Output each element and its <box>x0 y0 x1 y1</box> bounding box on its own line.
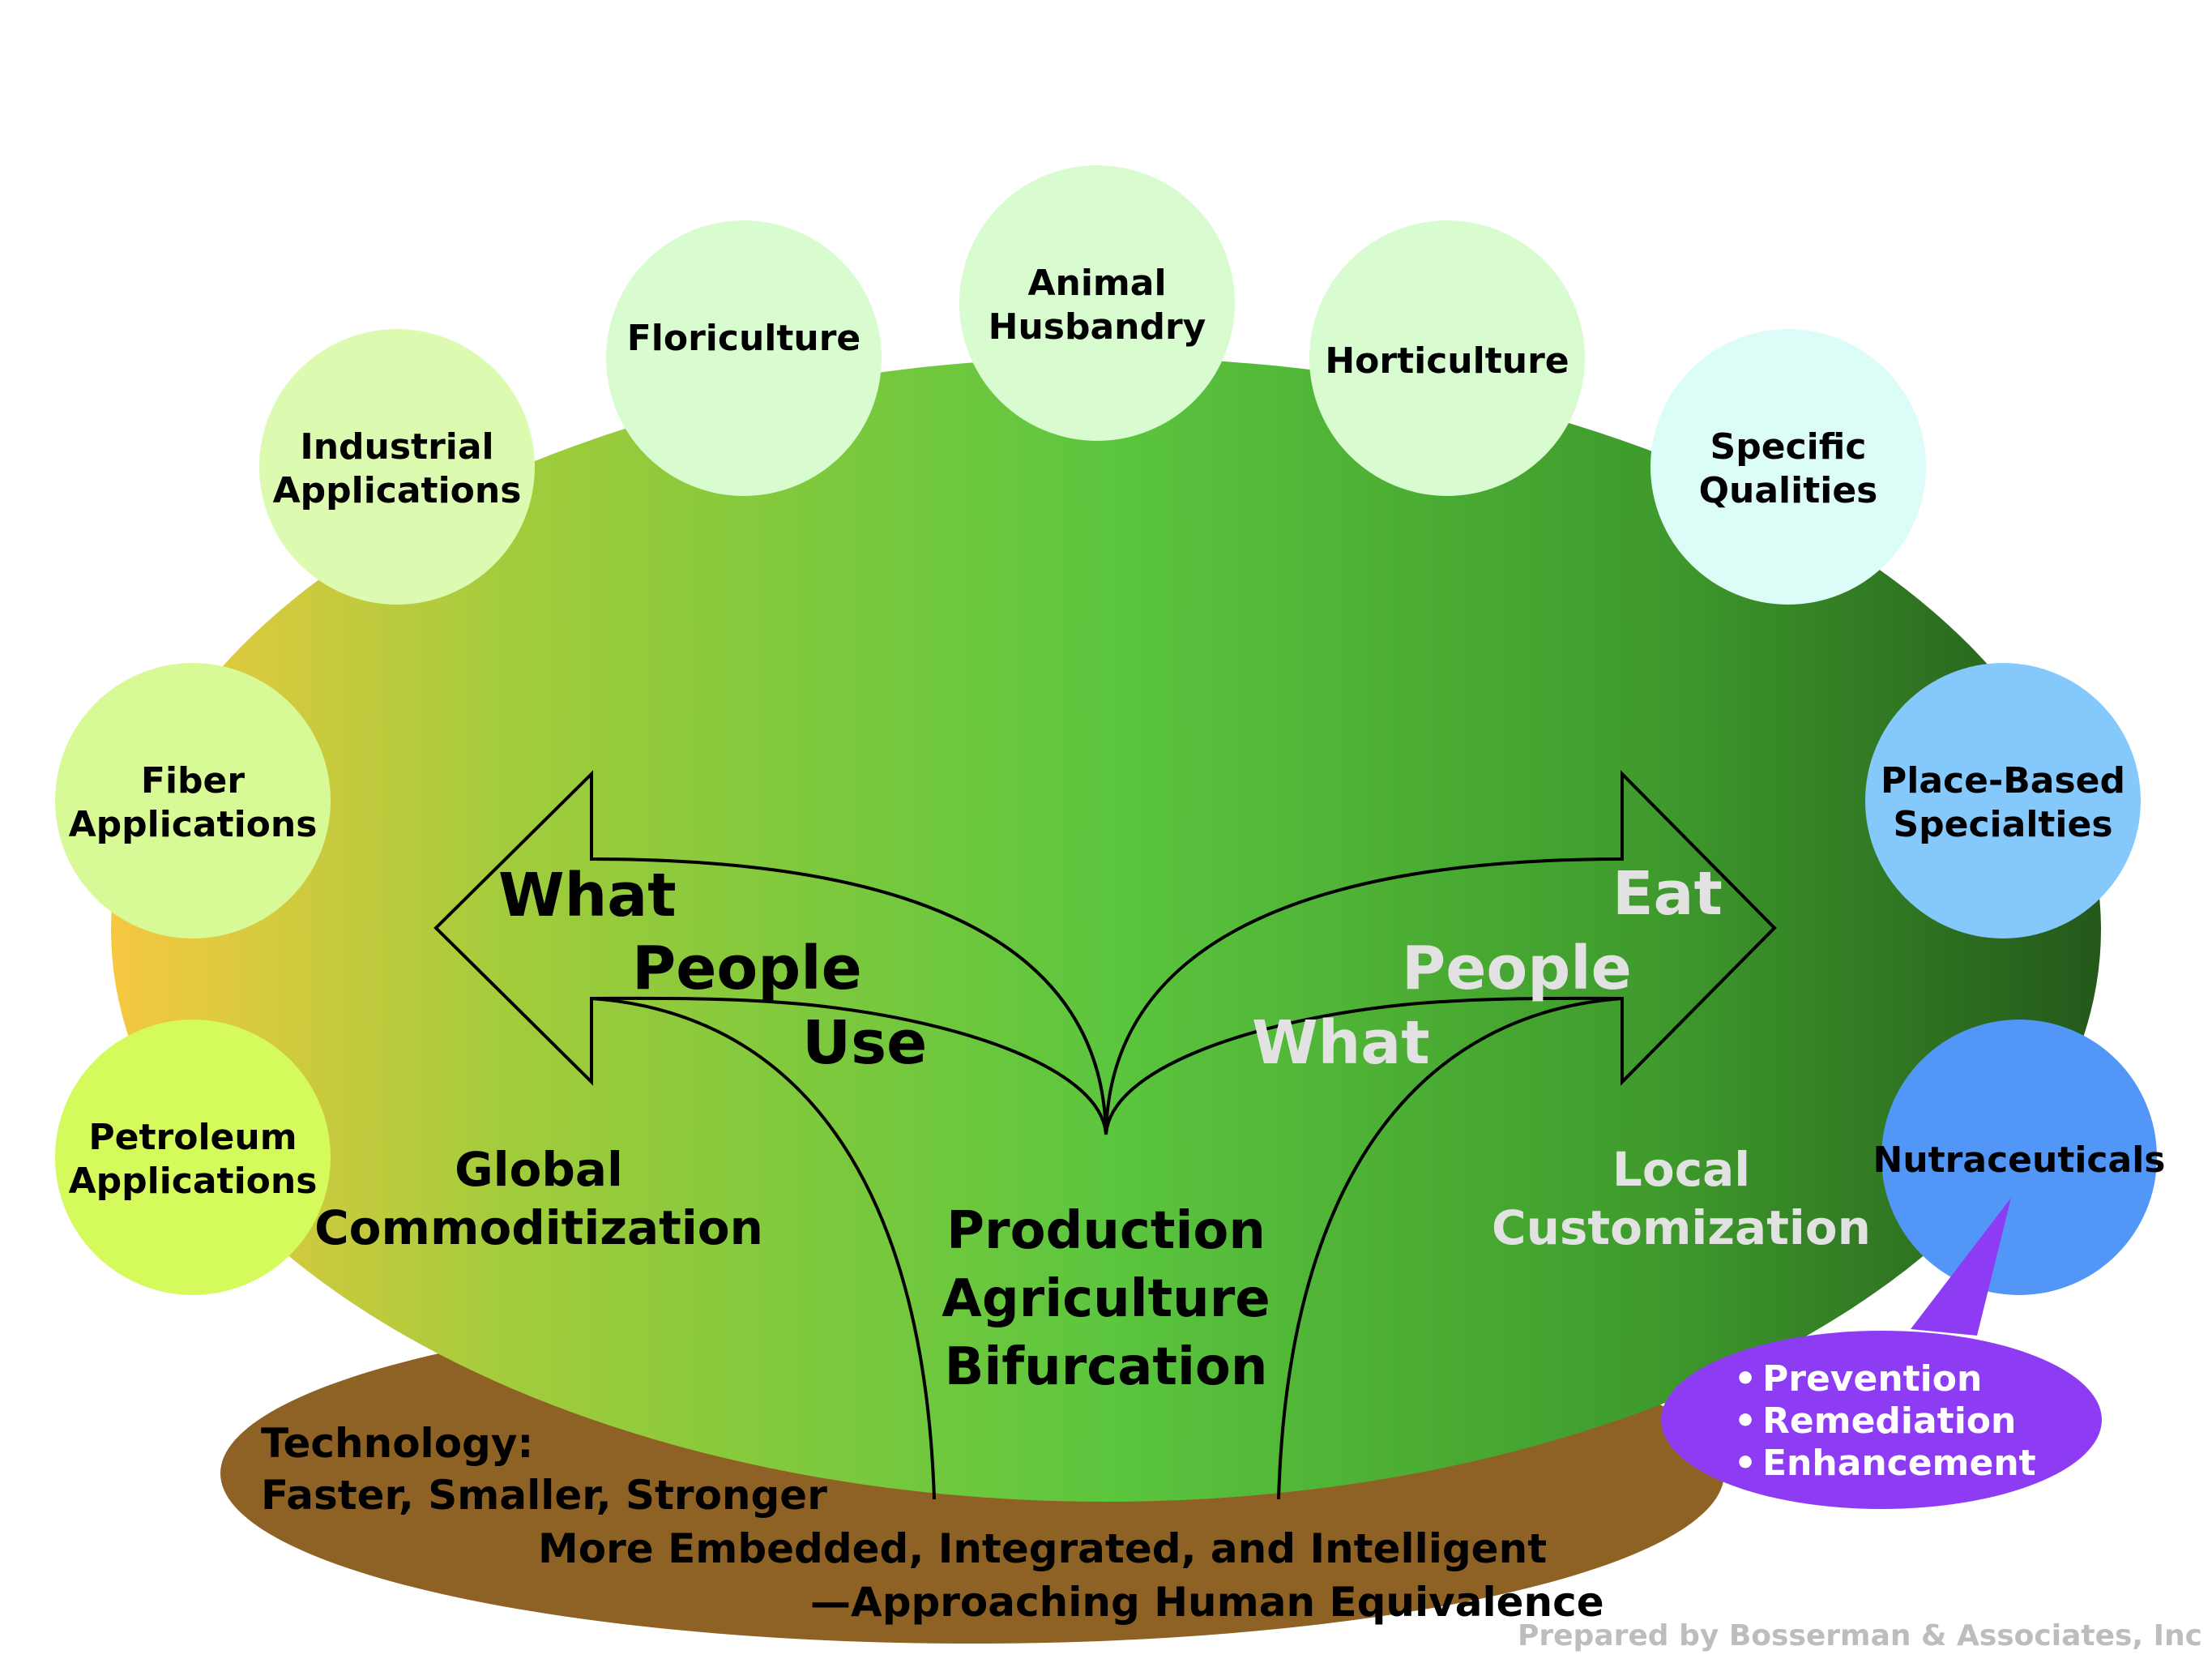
circle-industrial-line-2: Applications <box>273 470 522 511</box>
callout-ellipse <box>1661 1331 2102 1509</box>
circle-place-line-2: Specialties <box>1893 804 2112 845</box>
circle-petroleum-line-2: Applications <box>69 1161 318 1202</box>
right-stem <box>1277 997 1623 1500</box>
left-stem <box>591 997 936 1500</box>
circle-specific-qualities: Specific Qualities <box>1650 329 1926 605</box>
circle-place-based: Place-Based Specialties <box>1865 663 2141 938</box>
left-arrow <box>433 770 1108 1135</box>
right-arrow-word-eat: Eat <box>1612 859 1723 929</box>
left-arrow-word-use: Use <box>802 1008 927 1078</box>
circle-animal-husbandry: Animal Husbandry <box>959 165 1235 441</box>
circle-petroleum: Petroleum Applications <box>55 1020 331 1295</box>
right-caption-line-2: Customization <box>1492 1200 1871 1255</box>
circle-nutra-line-1: Nutraceuticals <box>1873 1139 2166 1181</box>
right-arrow <box>1104 770 1777 1135</box>
right-arrow-word-people: People <box>1402 934 1632 1003</box>
technology-line-2: Faster, Smaller, Stronger <box>261 1472 827 1519</box>
left-caption-line-2: Commoditization <box>314 1200 763 1255</box>
circle-place-line-1: Place-Based <box>1881 760 2125 802</box>
circle-animal-line-1: Animal <box>1027 263 1166 304</box>
callout-dot-1: • <box>1734 1358 1757 1400</box>
technology-line-3: More Embedded, Integrated, and Intellige… <box>538 1525 1547 1572</box>
circle-industrial: Industrial Applications <box>259 329 535 605</box>
credit-text: Prepared by Bosserman & Associates, Inc <box>1518 1619 2202 1652</box>
center-label-line-3: Bifurcation <box>945 1337 1268 1397</box>
left-arrow-word-what: What <box>498 861 677 930</box>
callout-item-enhancement: Enhancement <box>1762 1443 2036 1484</box>
circle-specific-line-2: Qualities <box>1699 470 1878 511</box>
circle-horticulture-line-1: Horticulture <box>1325 340 1569 382</box>
circle-fiber-line-1: Fiber <box>141 760 245 802</box>
callout-bubble: • Prevention • Remediation • Enhancement <box>1661 1198 2102 1509</box>
right-arrow-word-what: What <box>1252 1008 1430 1078</box>
circle-floriculture: Floriculture <box>606 220 882 496</box>
center-label-line-1: Production <box>946 1201 1266 1261</box>
left-arrow-word-people: People <box>632 934 862 1003</box>
circle-specific-line-1: Specific <box>1710 426 1867 468</box>
circle-floriculture-line-1: Floriculture <box>627 318 861 359</box>
circle-nutraceuticals: Nutraceuticals <box>1873 1020 2166 1295</box>
main-ellipse <box>111 357 2101 1502</box>
circle-petroleum-line-1: Petroleum <box>88 1117 297 1158</box>
circle-industrial-line-1: Industrial <box>300 426 493 468</box>
circle-horticulture: Horticulture <box>1309 220 1585 496</box>
left-caption-line-1: Global <box>455 1142 623 1197</box>
callout-item-remediation: Remediation <box>1762 1400 2016 1442</box>
center-label-line-2: Agriculture <box>942 1269 1270 1329</box>
circle-fiber-line-2: Applications <box>69 804 318 845</box>
callout-dot-2: • <box>1734 1400 1757 1442</box>
right-caption-line-1: Local <box>1612 1142 1750 1197</box>
callout-pointer <box>1911 1198 2011 1336</box>
callout-dot-3: • <box>1734 1443 1757 1484</box>
technology-line-1: Technology: <box>261 1420 533 1467</box>
callout-item-prevention: Prevention <box>1762 1358 1982 1400</box>
circle-fiber: Fiber Applications <box>55 663 331 938</box>
circle-animal-line-2: Husbandry <box>989 306 1206 348</box>
technology-line-4: —Approaching Human Equivalence <box>810 1579 1604 1626</box>
